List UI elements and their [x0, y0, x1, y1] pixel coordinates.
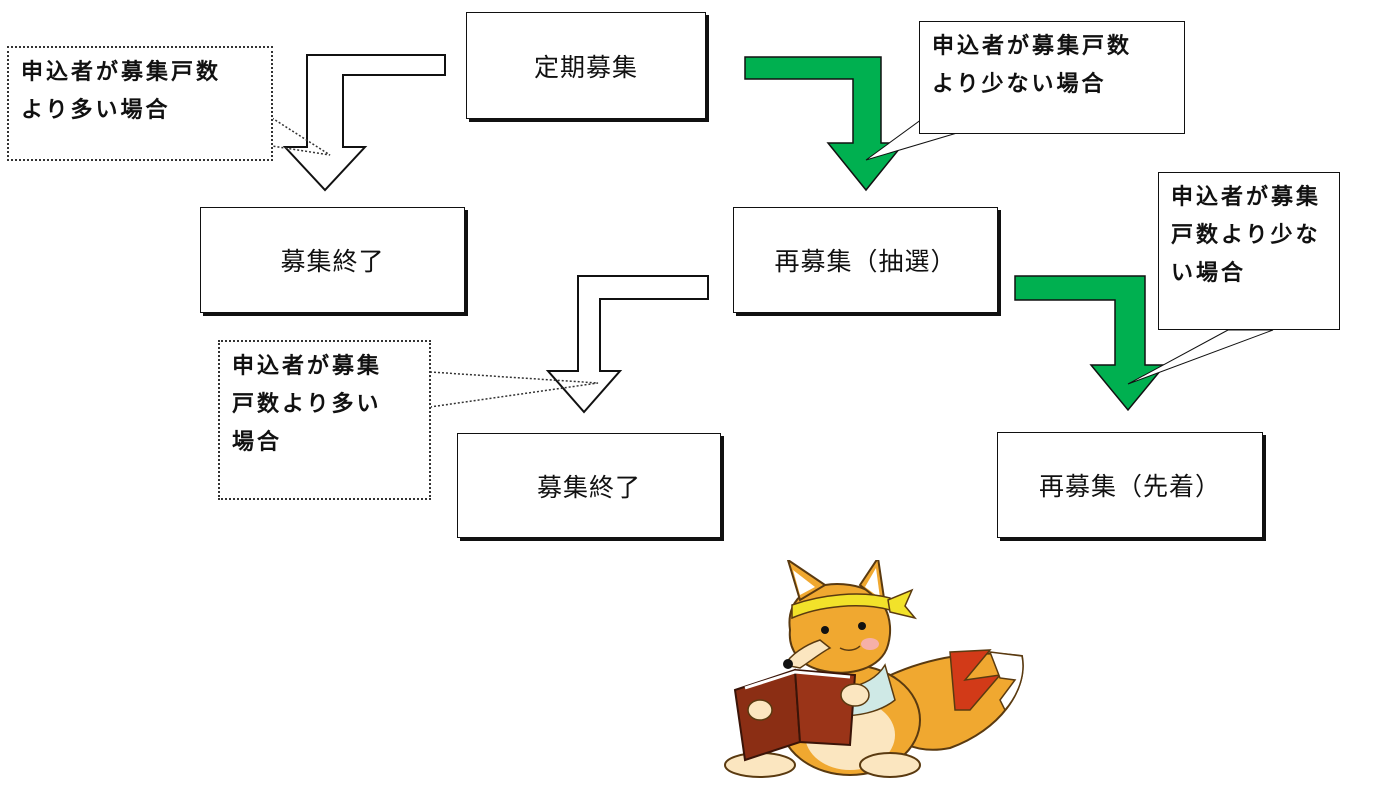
- fewer-applicants-arrow-1: [744, 56, 906, 192]
- note-fewer-applicants-1: 申込者が募集戸数 より少ない場合: [919, 21, 1185, 134]
- re-recruitment-lottery-label: 再募集（抽選）: [774, 247, 957, 276]
- more-applicants-arrow-2: [545, 275, 709, 414]
- fox-reading-book-icon: [724, 560, 1024, 778]
- note-fewer-applicants-2: 申込者が募集 戸数より少な い場合: [1158, 172, 1340, 330]
- recruitment-end-box-1: 募集終了: [200, 207, 465, 313]
- note-pointer-less-2: [1127, 329, 1274, 385]
- note-more-applicants-1: 申込者が募集戸数 より多い場合: [7, 46, 273, 161]
- recruitment-end-label-1: 募集終了: [280, 247, 385, 276]
- note-pointer-more-2: [429, 371, 599, 408]
- re-recruitment-first-come-label: 再募集（先着）: [1038, 472, 1221, 501]
- fewer-applicants-arrow-2: [1014, 275, 1167, 412]
- recruitment-end-box-2: 募集終了: [457, 433, 721, 538]
- note-pointer-more-1: [271, 117, 331, 156]
- regular-recruitment-box: 定期募集: [466, 12, 706, 119]
- recruitment-end-label-2: 募集終了: [536, 472, 641, 502]
- more-applicants-arrow-1: [282, 54, 446, 192]
- note-more-applicants-2: 申込者が募集 戸数より多い 場合: [218, 340, 431, 500]
- re-recruitment-first-come-box: 再募集（先着）: [997, 432, 1263, 538]
- regular-recruitment-label: 定期募集: [533, 52, 638, 82]
- re-recruitment-lottery-box: 再募集（抽選）: [733, 207, 998, 313]
